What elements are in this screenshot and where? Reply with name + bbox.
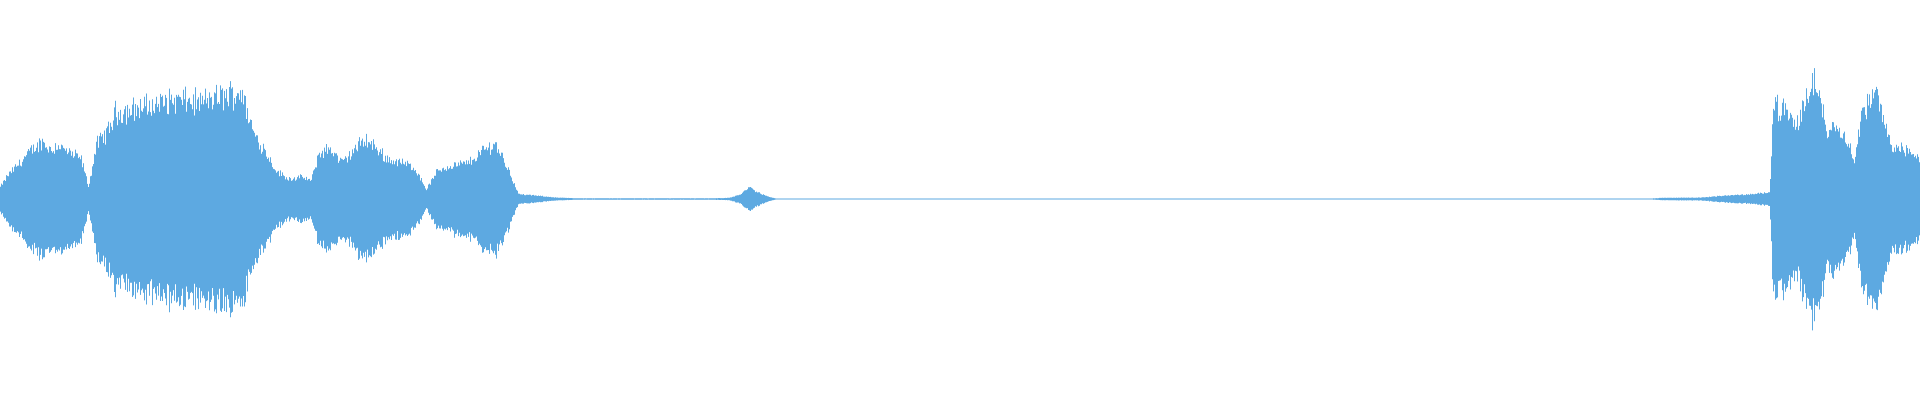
- waveform-bars: [0, 68, 1920, 331]
